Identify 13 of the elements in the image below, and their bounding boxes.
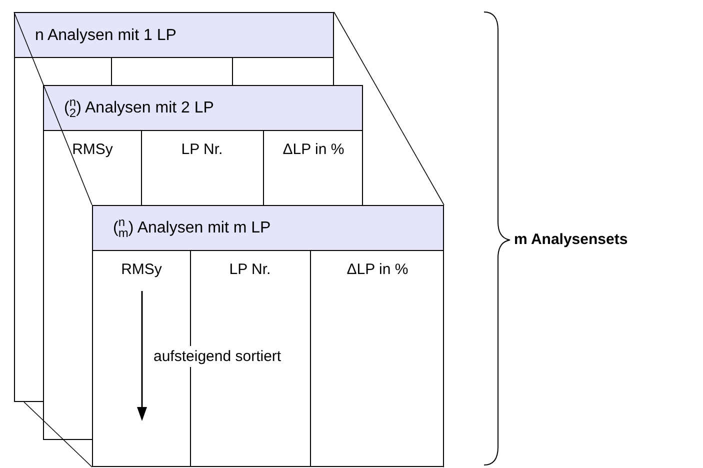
column-header: RMSy (121, 261, 162, 278)
column-header: LP Nr. (181, 141, 223, 158)
column-header: LP Nr. (229, 261, 271, 278)
table-card (43, 85, 363, 205)
table-header: n Analysen mit 1 LP (35, 27, 176, 45)
column-header: ΔLP in % (346, 261, 408, 278)
column-header: RMSy (72, 141, 113, 158)
table-card (14, 12, 334, 85)
brace-label: m Analysensets (514, 231, 628, 248)
table-header: ($^{n}$$_{2}$) Analysen mit 2 LP (64, 94, 214, 122)
table-card (92, 205, 444, 467)
table-header: ($^{n}$$_{m}$) Analysen mit m LP (113, 214, 271, 242)
column-header: ΔLP in % (282, 141, 344, 158)
